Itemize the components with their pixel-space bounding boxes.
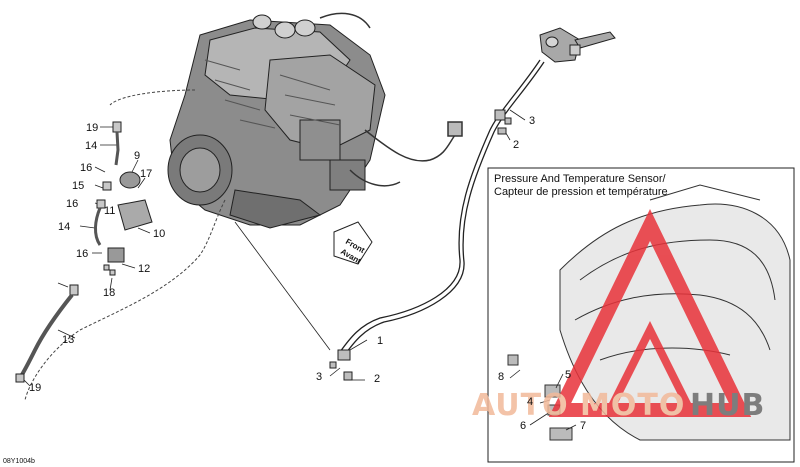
dashed-hose-route — [24, 89, 226, 401]
callout-1: 1 — [377, 335, 383, 347]
watermark-hub: HUB — [690, 388, 765, 423]
callout-18: 18 — [103, 287, 115, 299]
callout-13: 13 — [62, 334, 74, 346]
watermark-logo-icon — [548, 208, 752, 417]
callout-14-upper: 14 — [85, 140, 97, 152]
callout-4: 4 — [527, 396, 533, 408]
callout-15: 15 — [72, 180, 84, 192]
callout-16-middle: 16 — [66, 198, 78, 210]
watermark-auto: AUTO — [472, 388, 569, 423]
callout-10: 10 — [153, 228, 165, 240]
watermark-moto: MOTO — [580, 388, 685, 423]
inset-title-fr: Capteur de pression et température — [494, 186, 668, 198]
callout-2-lower: 2 — [374, 373, 380, 385]
throttle-sensor-assembly — [539, 27, 616, 63]
callout-6: 6 — [520, 420, 526, 432]
callout-16-lower: 16 — [76, 248, 88, 260]
callout-3-upper: 3 — [529, 115, 535, 127]
callout-11: 11 — [104, 205, 115, 217]
callout-9: 9 — [134, 150, 140, 162]
upper-fittings — [494, 109, 512, 135]
inset-title-en: Pressure And Temperature Sensor/ — [494, 173, 667, 185]
left-hose-parts — [15, 121, 153, 383]
drawing-code: 08Y1004b — [3, 458, 35, 465]
callout-2-upper: 2 — [513, 139, 519, 151]
lower-fittings — [329, 349, 353, 381]
callout-12: 12 — [138, 263, 150, 275]
front-direction-arrow: Front Avant — [333, 221, 373, 266]
callout-numbers: 1 2 2 3 3 4 5 6 7 8 9 10 11 12 13 14 14 … — [29, 115, 586, 432]
automotohub-watermark: AUTO MOTO HUB — [472, 208, 765, 423]
wiring-harness — [319, 12, 463, 187]
callout-17: 17 — [140, 168, 152, 180]
callout-19-lower: 19 — [29, 382, 41, 394]
callout-8: 8 — [498, 371, 504, 383]
callout-3-lower: 3 — [316, 371, 322, 383]
engine-assembly — [167, 14, 386, 229]
callout-14-lower: 14 — [58, 221, 70, 233]
callout-19-upper: 19 — [86, 122, 98, 134]
callout-5: 5 — [565, 369, 571, 381]
callout-7: 7 — [580, 420, 586, 432]
callout-16-upper: 16 — [80, 162, 92, 174]
